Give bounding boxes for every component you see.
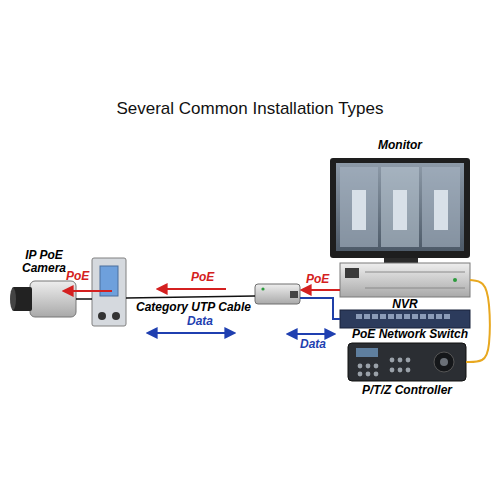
camera-illustration	[10, 281, 76, 317]
screen-panel	[340, 167, 378, 247]
utp-cable	[126, 296, 255, 298]
poe-injector	[255, 284, 300, 304]
device-label: NVR	[370, 298, 440, 311]
video-cable	[466, 280, 490, 362]
screen-panel	[422, 167, 460, 247]
monitor-screen	[336, 163, 464, 251]
nvr-logo	[345, 268, 359, 278]
monitor-device: Monitor	[330, 158, 470, 260]
device-label: IP PoE Camera	[16, 249, 72, 275]
camera-device: IP PoE Camera	[10, 280, 78, 320]
controller-display	[356, 348, 378, 357]
monitor-bezel	[330, 158, 470, 258]
screen-door	[434, 190, 448, 230]
signal-label: PoE	[66, 270, 89, 283]
device-label: P/T/Z Controller	[342, 384, 472, 397]
nvr-groove	[365, 288, 465, 289]
screen-door	[352, 190, 366, 230]
monitor-illustration	[330, 158, 470, 264]
joystick-knob	[440, 358, 448, 366]
controller-joystick	[434, 352, 454, 372]
poe-arrow	[64, 290, 112, 292]
data-arrow	[288, 333, 334, 335]
poe-arrow	[302, 289, 340, 291]
nvr-led	[453, 278, 457, 282]
controller-body	[348, 343, 466, 381]
switch-illustration	[340, 310, 470, 328]
nvr-chassis	[340, 263, 470, 297]
nvr-device: NVR	[340, 263, 470, 297]
cable-gland	[98, 312, 106, 320]
switch-cable	[300, 298, 340, 319]
signal-label: Data	[187, 315, 213, 328]
device-label: Monitor	[330, 139, 470, 152]
cable-label: Category UTP Cable	[136, 301, 251, 314]
screen-door	[393, 190, 407, 230]
camera-body	[30, 281, 76, 317]
cable-gland	[112, 312, 120, 320]
camera-cable	[76, 298, 92, 300]
signal-label: PoE	[306, 273, 329, 286]
poe-arrow	[158, 288, 226, 290]
controller-illustration	[348, 343, 466, 381]
controller-device: P/T/Z Controller	[348, 343, 466, 381]
lens-front	[10, 288, 16, 310]
device-label: PoE Network Switch	[340, 328, 480, 341]
signal-label: PoE	[191, 271, 214, 284]
signal-label: Data	[300, 338, 326, 351]
nvr-groove	[365, 272, 465, 273]
injector-illustration	[255, 284, 300, 304]
switch-chassis	[340, 310, 470, 328]
switch-device: PoE Network Switch	[340, 310, 470, 328]
injector-led	[261, 287, 264, 290]
diagram-title: Several Common Installation Types	[0, 99, 500, 119]
screen-panel	[381, 167, 419, 247]
controller-buttons	[358, 358, 411, 377]
injector-port	[290, 291, 298, 298]
switch-ports	[356, 314, 450, 319]
nvr-illustration	[340, 263, 470, 297]
data-arrow	[148, 332, 234, 334]
